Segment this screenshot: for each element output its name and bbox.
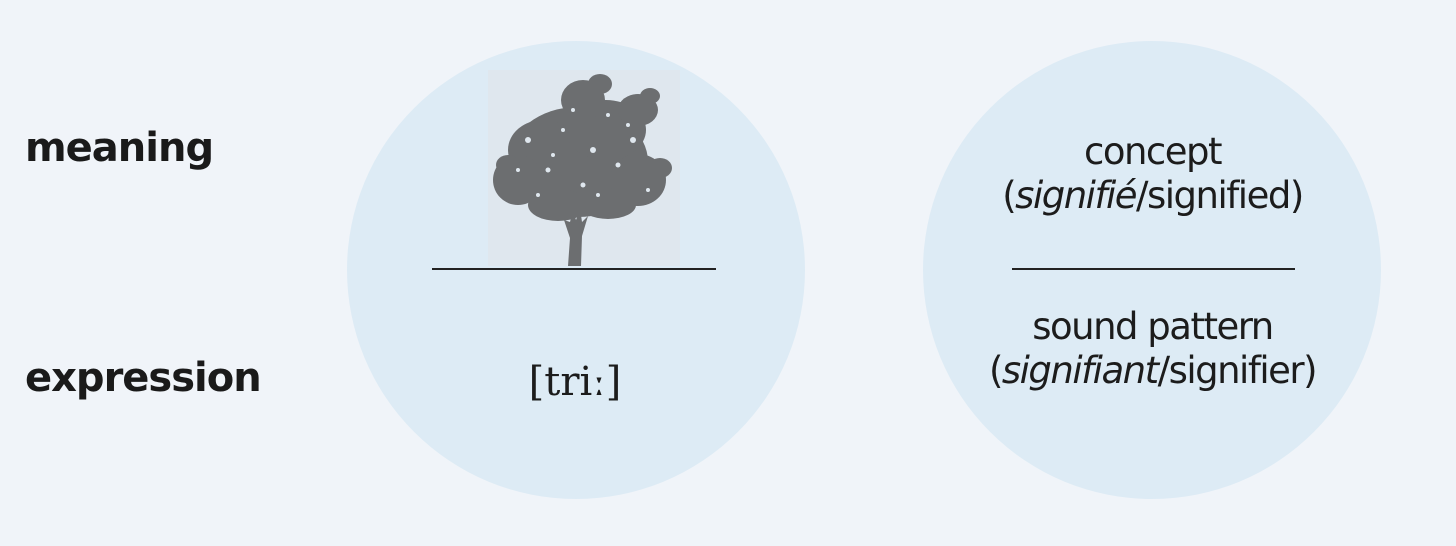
sign-divider-line (432, 268, 716, 270)
sound-pattern-text: sound pattern (signifiant/signifier) (950, 305, 1355, 394)
sound-pattern-terms: (signifiant/signifier) (950, 349, 1355, 393)
signified-term: signified (1146, 174, 1291, 218)
close-paren: ) (1289, 174, 1304, 218)
open-paren: ( (988, 349, 1003, 393)
tree-icon (488, 70, 680, 266)
slash: / (1157, 349, 1170, 393)
sound-pattern-heading: sound pattern (1032, 305, 1274, 348)
concept-heading: concept (1083, 130, 1223, 173)
concept-text: concept (signifié/signified) (950, 130, 1355, 219)
signified-signifier-divider (1012, 268, 1295, 270)
close-paren: ) (1303, 349, 1317, 393)
phonetic-transcription: [triː] (528, 359, 622, 405)
signifiant-term: signifiant (1001, 349, 1159, 393)
sign-model-circle (923, 41, 1381, 499)
open-paren: ( (1002, 174, 1016, 218)
slash: / (1136, 174, 1148, 218)
signifier-term: signifier (1168, 349, 1305, 393)
concept-terms: (signifié/signified) (950, 174, 1355, 218)
signifie-term: signifié (1015, 174, 1137, 218)
meaning-label: meaning (25, 125, 214, 171)
expression-label: expression (25, 355, 262, 401)
